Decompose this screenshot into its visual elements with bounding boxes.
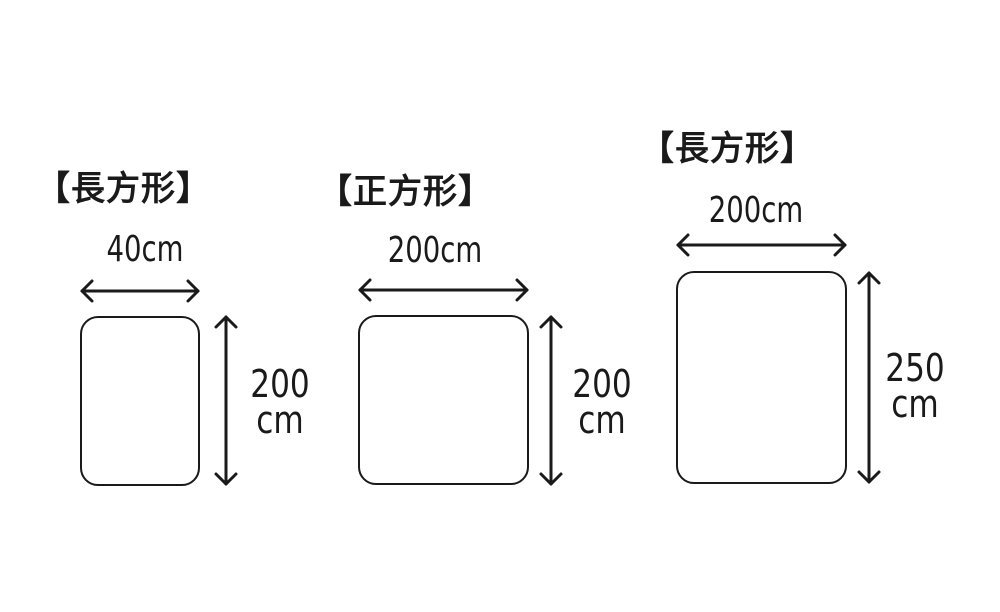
width-label: 40cm (106, 229, 184, 270)
height-arrow-1 (214, 315, 238, 486)
width-arrow-1 (80, 279, 200, 303)
square-shape (358, 315, 529, 485)
height-arrow-2 (539, 315, 563, 486)
width-arrow-2 (358, 278, 529, 302)
height-label: 200 cm (247, 362, 313, 442)
width-label: 200cm (708, 190, 804, 231)
shape-title: 【正方形】 (318, 172, 493, 212)
width-arrow-3 (676, 233, 847, 257)
rectangle-shape (676, 271, 847, 484)
height-unit: cm (578, 398, 626, 442)
width-label: 200cm (387, 230, 483, 271)
height-arrow-3 (857, 271, 881, 484)
height-value: 200 (572, 362, 632, 406)
rectangle-shape (80, 316, 200, 486)
height-value: 250 (885, 346, 945, 390)
height-label: 250 cm (882, 346, 948, 426)
height-label: 200 cm (569, 362, 635, 442)
height-unit: cm (256, 398, 304, 442)
height-unit: cm (891, 382, 939, 426)
shape-title: 【長方形】 (36, 169, 211, 209)
height-value: 200 (250, 362, 310, 406)
shape-title: 【長方形】 (640, 129, 815, 169)
